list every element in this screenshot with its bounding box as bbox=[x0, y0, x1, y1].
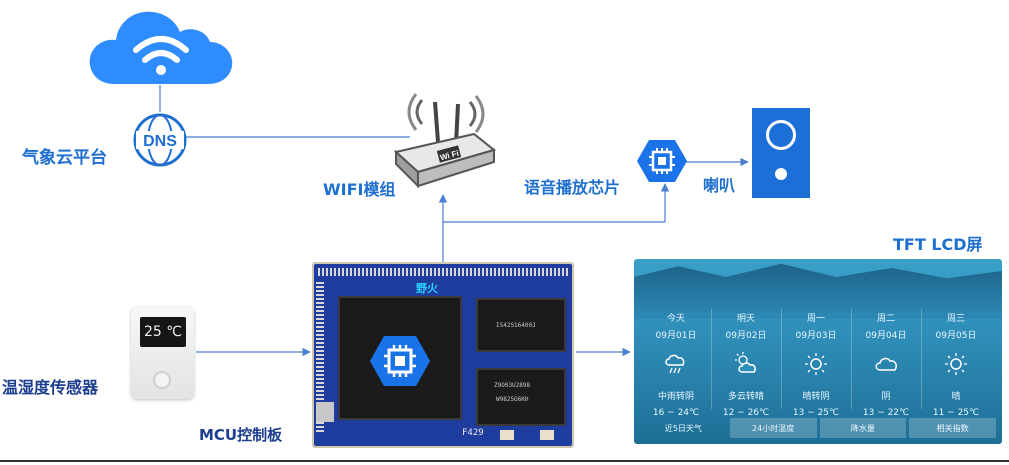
board-header-left bbox=[316, 282, 324, 432]
button-1 bbox=[500, 430, 514, 440]
day-name: 周三 bbox=[946, 314, 965, 324]
speaker-dot bbox=[775, 168, 787, 180]
tft-day-1: 明天 09月02日 多云转晴 12 ~ 26℃ bbox=[716, 311, 776, 418]
tft-tab-index: 相关指数 bbox=[909, 418, 996, 438]
cloud-icon bbox=[875, 357, 897, 371]
tft-separator bbox=[851, 309, 852, 409]
day-weather: 中雨转阴 bbox=[657, 392, 694, 402]
dns-globe-icon: DNS bbox=[133, 113, 187, 167]
button-2 bbox=[540, 430, 554, 440]
tft-mountains bbox=[634, 263, 1002, 319]
rain-icon bbox=[665, 354, 685, 374]
wifi-module-label: WIFI模组 bbox=[323, 180, 396, 199]
day-temp: 11 ~ 25℃ bbox=[932, 408, 980, 418]
voice-chip-icon bbox=[637, 140, 687, 182]
board-flash-chip: Z9O03U2898 W9825G6KH bbox=[476, 368, 566, 426]
wifi-router-icon: Wi Fi bbox=[393, 93, 497, 189]
day-date: 09月04日 bbox=[865, 331, 907, 341]
sensor-device-image: 25 ℃ bbox=[131, 307, 194, 399]
mcu-board-image: IS42S16400J Z9O03U2898 W9825G6KH 野火 F429 bbox=[312, 262, 574, 448]
mcu-chip-icon bbox=[370, 336, 430, 386]
dns-text: DNS bbox=[143, 133, 177, 150]
sun-icon bbox=[945, 353, 967, 375]
weather-cloud-label: 气象云平台 bbox=[22, 148, 107, 168]
chip2-text: IS42S16400J bbox=[496, 322, 536, 329]
board-header-top bbox=[318, 268, 568, 276]
day-date: 09月01日 bbox=[655, 331, 697, 341]
tft-tab-bar: 近5日天气 24小时温度 降水量 相关指数 bbox=[640, 418, 996, 438]
sensor-knob bbox=[153, 371, 171, 389]
voice-chip-label: 语音播放芯片 bbox=[524, 178, 621, 197]
day-name: 明天 bbox=[736, 314, 755, 324]
day-name: 今天 bbox=[666, 314, 685, 324]
tft-separator bbox=[921, 309, 922, 409]
day-temp: 13 ~ 22℃ bbox=[862, 408, 910, 418]
tft-separator bbox=[781, 309, 782, 409]
day-temp: 16 ~ 24℃ bbox=[652, 408, 700, 418]
speaker-cone bbox=[766, 120, 796, 150]
usb-connector bbox=[316, 402, 334, 422]
tft-lcd-label: TFT LCD屏 bbox=[893, 235, 983, 254]
day-temp: 12 ~ 26℃ bbox=[722, 408, 770, 418]
sun-icon bbox=[805, 353, 827, 375]
board-sdram-chip: IS42S16400J bbox=[476, 298, 566, 352]
day-weather: 多云转晴 bbox=[727, 392, 764, 402]
day-date: 09月05日 bbox=[935, 331, 977, 341]
tft-day-2: 周一 09月03日 晴转阴 13 ~ 25℃ bbox=[786, 311, 846, 418]
sensor-label: 温湿度传感器 bbox=[2, 378, 99, 397]
tft-screen-image: 今天 09月01日 中雨转阴 16 ~ 24℃ 明天 09月02日 多云转晴 1… bbox=[634, 259, 1002, 444]
day-weather: 晴转阴 bbox=[802, 392, 830, 402]
tft-tab-rain: 降水量 bbox=[819, 418, 907, 438]
day-weather: 晴 bbox=[951, 392, 961, 402]
tft-tab-5day: 近5日天气 bbox=[664, 423, 702, 433]
day-date: 09月03日 bbox=[795, 331, 837, 341]
tft-separator bbox=[711, 309, 712, 409]
sensor-display: 25 ℃ bbox=[140, 317, 186, 347]
day-temp: 13 ~ 25℃ bbox=[792, 408, 840, 418]
speaker-icon bbox=[752, 108, 810, 198]
cloud-wifi-icon bbox=[89, 11, 233, 84]
chip1-text-2: W9825G6KH bbox=[496, 396, 529, 403]
day-name: 周二 bbox=[876, 314, 895, 324]
partly-sunny-icon bbox=[735, 352, 756, 373]
tft-day-3: 周二 09月04日 阴 13 ~ 22℃ bbox=[856, 311, 916, 418]
bottom-rule bbox=[0, 460, 1009, 462]
chip1-text-1: Z9O03U2898 bbox=[494, 382, 531, 389]
board-brand: 野火 bbox=[416, 282, 438, 295]
mcu-board-label: MCU控制板 bbox=[199, 426, 283, 444]
speaker-label: 喇叭 bbox=[703, 176, 736, 195]
tft-day-0: 今天 09月01日 中雨转阴 16 ~ 24℃ bbox=[646, 311, 706, 418]
tft-tab-24h: 24小时温度 bbox=[729, 418, 817, 438]
day-weather: 阴 bbox=[881, 392, 891, 402]
day-date: 09月02日 bbox=[725, 331, 767, 341]
board-silk: F429 bbox=[462, 428, 484, 438]
tft-day-4: 周三 09月05日 晴 11 ~ 25℃ bbox=[926, 311, 986, 418]
day-name: 周一 bbox=[806, 314, 825, 324]
